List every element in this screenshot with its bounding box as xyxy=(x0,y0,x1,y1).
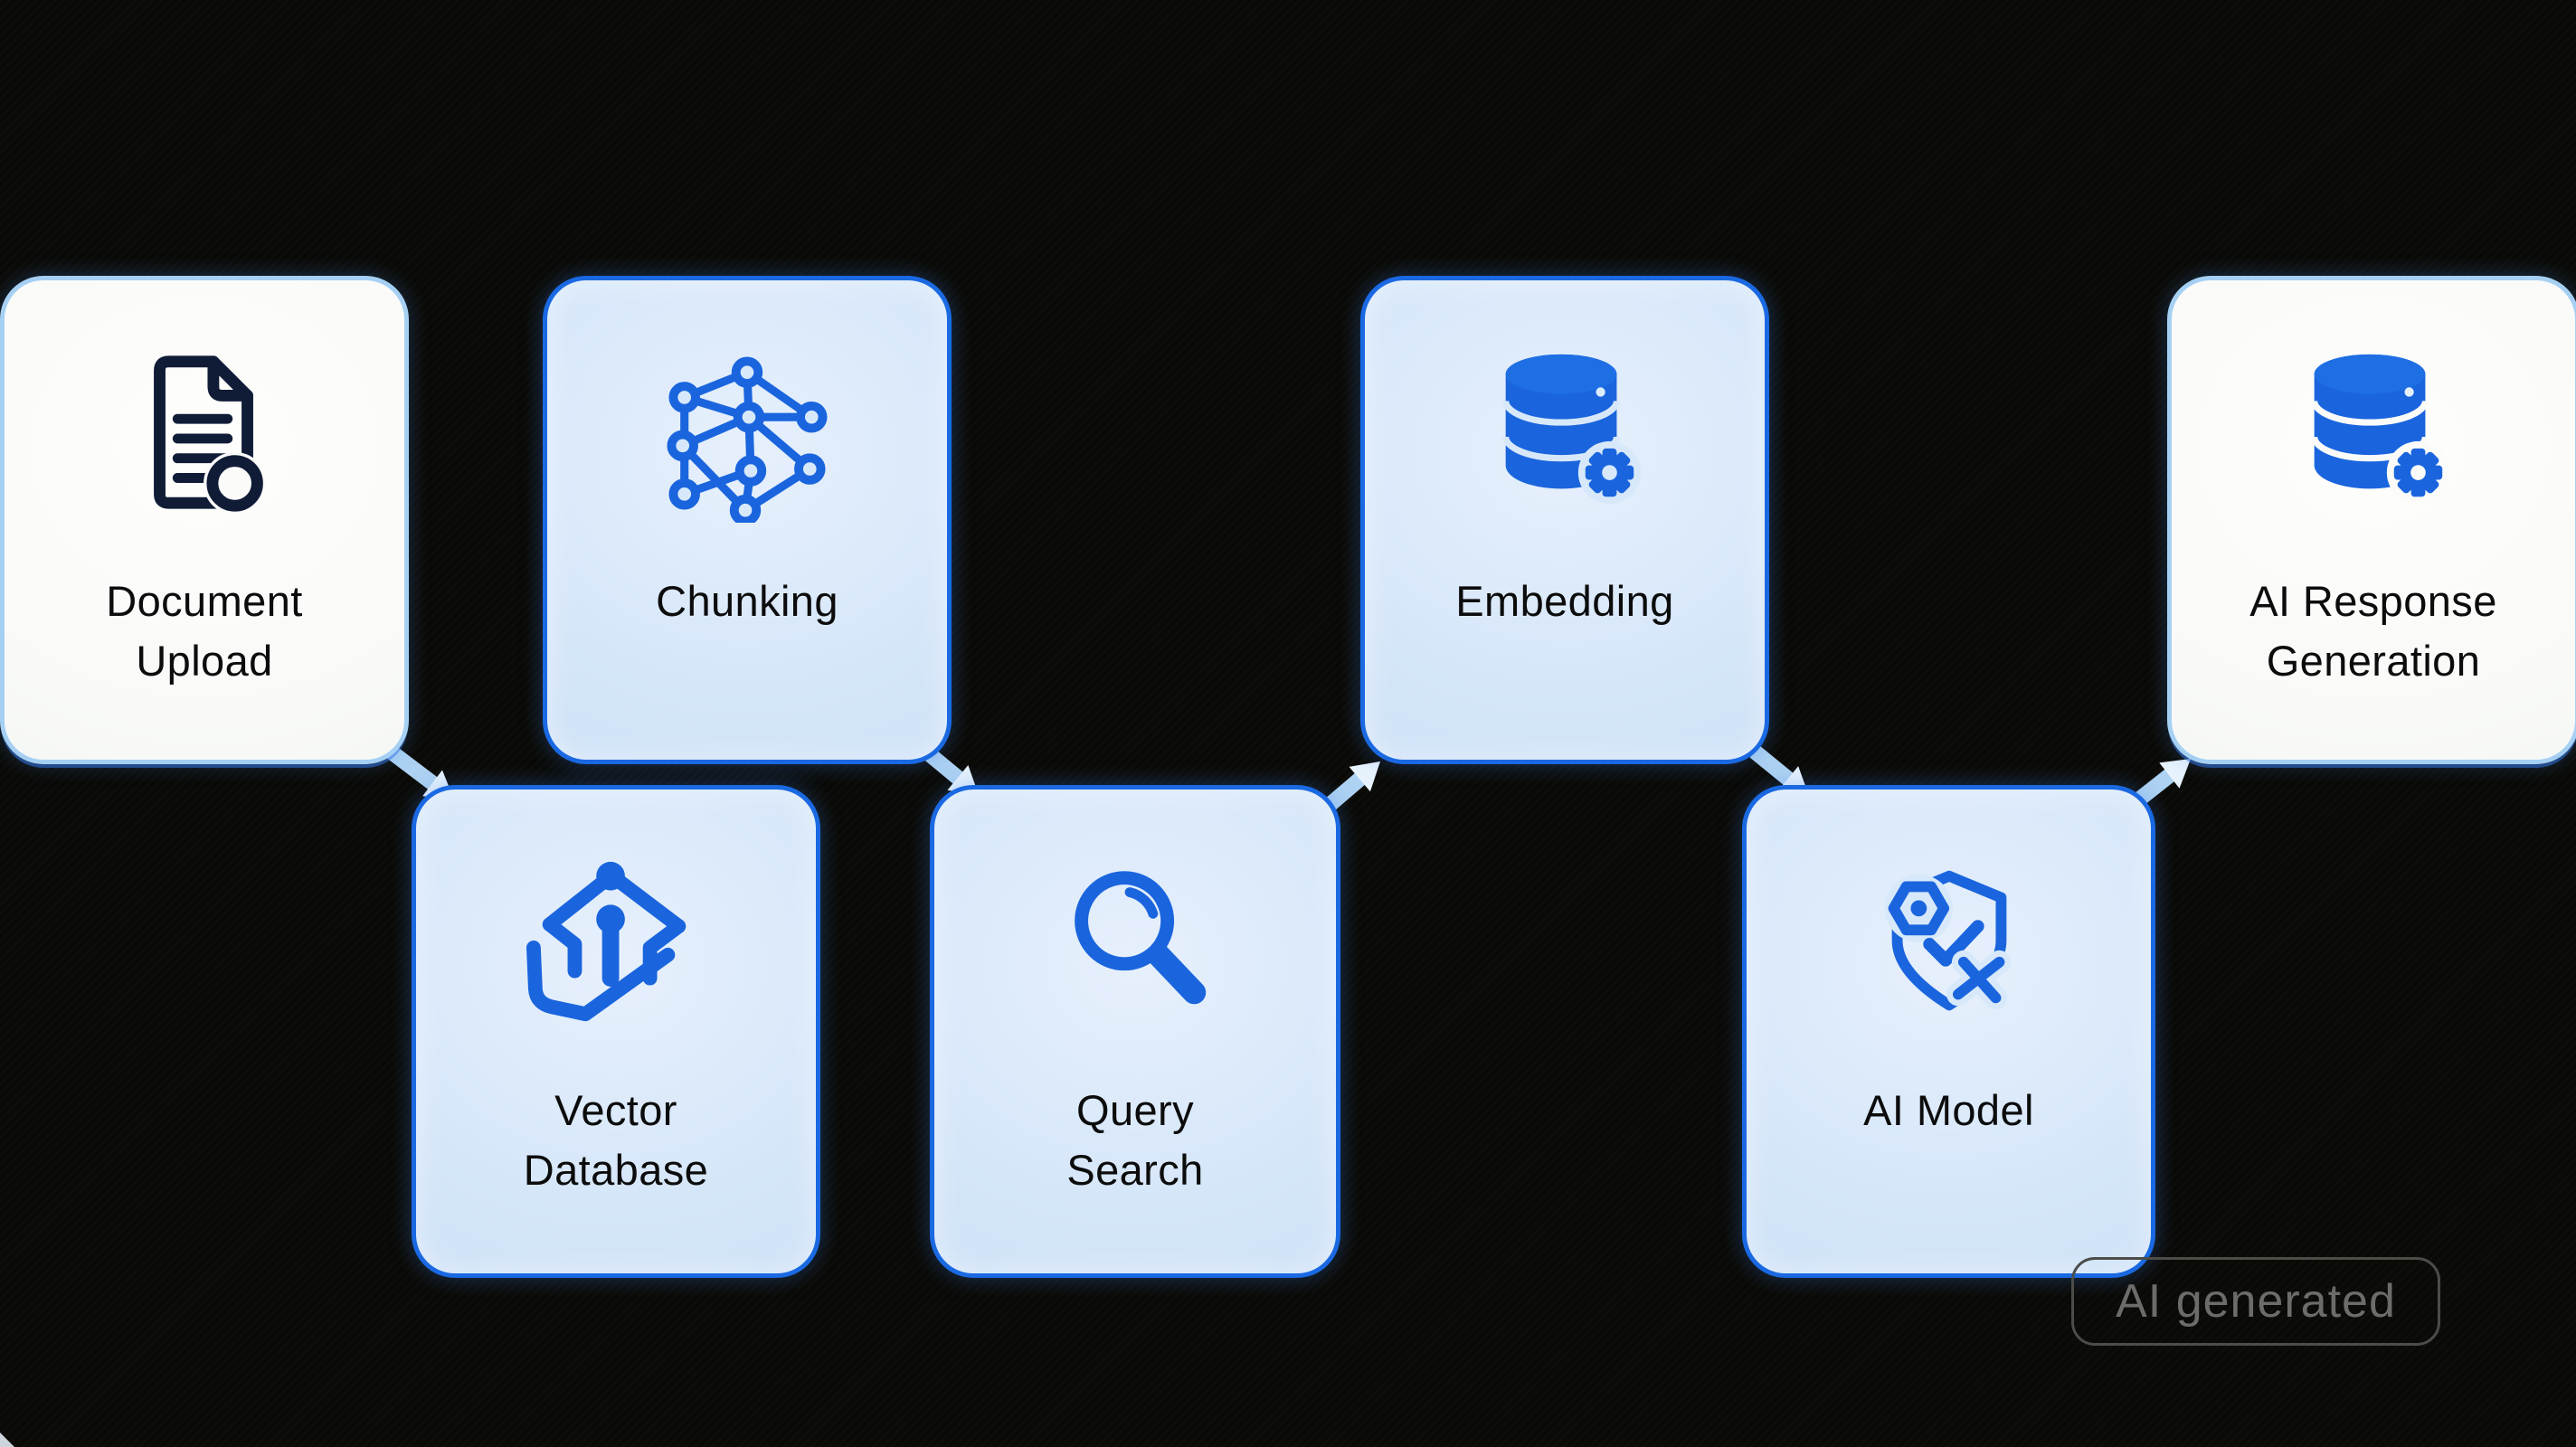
ai-generated-badge-label: AI generated xyxy=(2116,1275,2396,1328)
node-label: Chunking xyxy=(656,577,838,625)
shield-check-icon xyxy=(1884,870,2011,1011)
node-vector-database: Vector Database xyxy=(412,785,820,1278)
database-gear-icon xyxy=(2311,354,2450,505)
node-label: AI Response Generation xyxy=(2249,577,2497,685)
node-ai-model: AI Model xyxy=(1742,785,2155,1278)
node-document-upload: Document Upload xyxy=(0,276,409,764)
network-graph-icon xyxy=(667,356,828,523)
database-gear-icon xyxy=(1502,354,1642,505)
node-label: Embedding xyxy=(1455,577,1674,625)
corner-artifact xyxy=(0,1433,14,1447)
node-label: Document Upload xyxy=(106,577,303,685)
node-ai-response-generation: AI Response Generation xyxy=(2167,276,2576,764)
ai-generated-badge: AI generated xyxy=(2071,1257,2440,1346)
node-label: Vector Database xyxy=(523,1086,709,1194)
node-chunking: Chunking xyxy=(543,276,952,764)
node-label: AI Model xyxy=(1863,1086,2034,1134)
flow-arrow-query-search-to-embedding xyxy=(1324,761,1380,811)
document-stamp-icon xyxy=(154,355,267,515)
magnifier-icon xyxy=(1075,871,1207,1005)
node-embedding: Embedding xyxy=(1360,276,1769,764)
node-query-search: Query Search xyxy=(930,785,1340,1278)
node-label: Query Search xyxy=(1066,1086,1204,1194)
vector-hold-icon xyxy=(526,861,687,1022)
